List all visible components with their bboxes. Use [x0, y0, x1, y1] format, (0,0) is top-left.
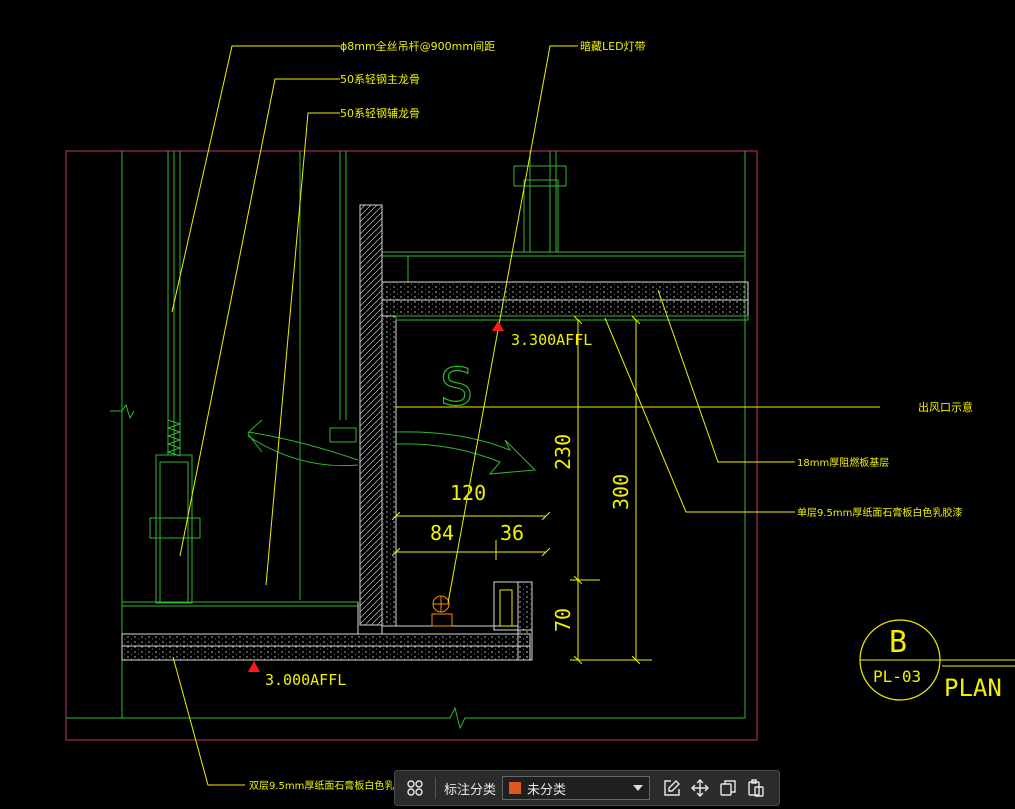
chevron-down-icon: [633, 785, 644, 791]
single-gypsum-label: 单层9.5mm厚纸面石膏板白色乳胶漆: [797, 506, 962, 519]
grid-icon: [407, 780, 423, 796]
outlet-note-label: 出风口示意: [918, 400, 973, 414]
led-strip-label: 暗藏LED灯带: [580, 39, 646, 53]
dim-84: 84: [430, 521, 454, 545]
category-label: 标注分类: [444, 782, 497, 798]
elevation-lower: 3.000AFFL: [265, 671, 346, 689]
base-board-label: 18mm厚阻燃板基层: [797, 456, 889, 469]
edit-icon: [664, 780, 681, 796]
dim-230: 230: [551, 434, 575, 470]
double-gypsum-label: 双层9.5mm厚纸面石膏板白色乳胶漆: [249, 779, 414, 792]
viewport-frame: [65, 150, 758, 741]
copy-icon: [720, 780, 736, 796]
edit-button[interactable]: [658, 774, 686, 802]
category-select[interactable]: 未分类: [502, 776, 651, 800]
paste-button[interactable]: [742, 774, 770, 802]
view-callout: B PL-03 PLAN: [859, 619, 1015, 702]
annotation-toolbar: 标注分类 未分类: [394, 770, 780, 806]
section-letter: S: [440, 358, 473, 418]
ceiling-assembly: [121, 204, 749, 661]
dim-70: 70: [551, 608, 575, 632]
copy-button[interactable]: [714, 774, 742, 802]
dim-300: 300: [609, 474, 633, 510]
callout-letter: B: [889, 625, 907, 660]
hanger-rod-label: ϕ8mm全丝吊杆@900mm间距: [340, 39, 495, 53]
dim-36: 36: [500, 521, 524, 545]
structure-lines: [66, 151, 746, 730]
toolbar-divider: [435, 777, 436, 799]
category-selected-value: 未分类: [527, 782, 567, 798]
led-fixture: [431, 595, 453, 627]
elevation-marker-lower: [248, 661, 260, 672]
grid-tool-button[interactable]: [401, 774, 429, 802]
callout-sheet: PL-03: [873, 667, 921, 686]
dimension-lines: [396, 320, 652, 660]
elevation-marker-upper: [492, 321, 504, 331]
move-button[interactable]: [686, 774, 714, 802]
callout-view: PLAN: [944, 674, 1002, 702]
category-color-swatch: [509, 782, 522, 794]
dim-120: 120: [450, 481, 486, 505]
paste-icon: [748, 779, 764, 797]
move-icon: [691, 779, 710, 797]
main-keel-label: 50系轻钢主龙骨: [340, 72, 420, 86]
elevation-upper: 3.300AFFL: [511, 331, 592, 349]
aux-keel-label: 50系轻钢辅龙骨: [340, 106, 420, 120]
